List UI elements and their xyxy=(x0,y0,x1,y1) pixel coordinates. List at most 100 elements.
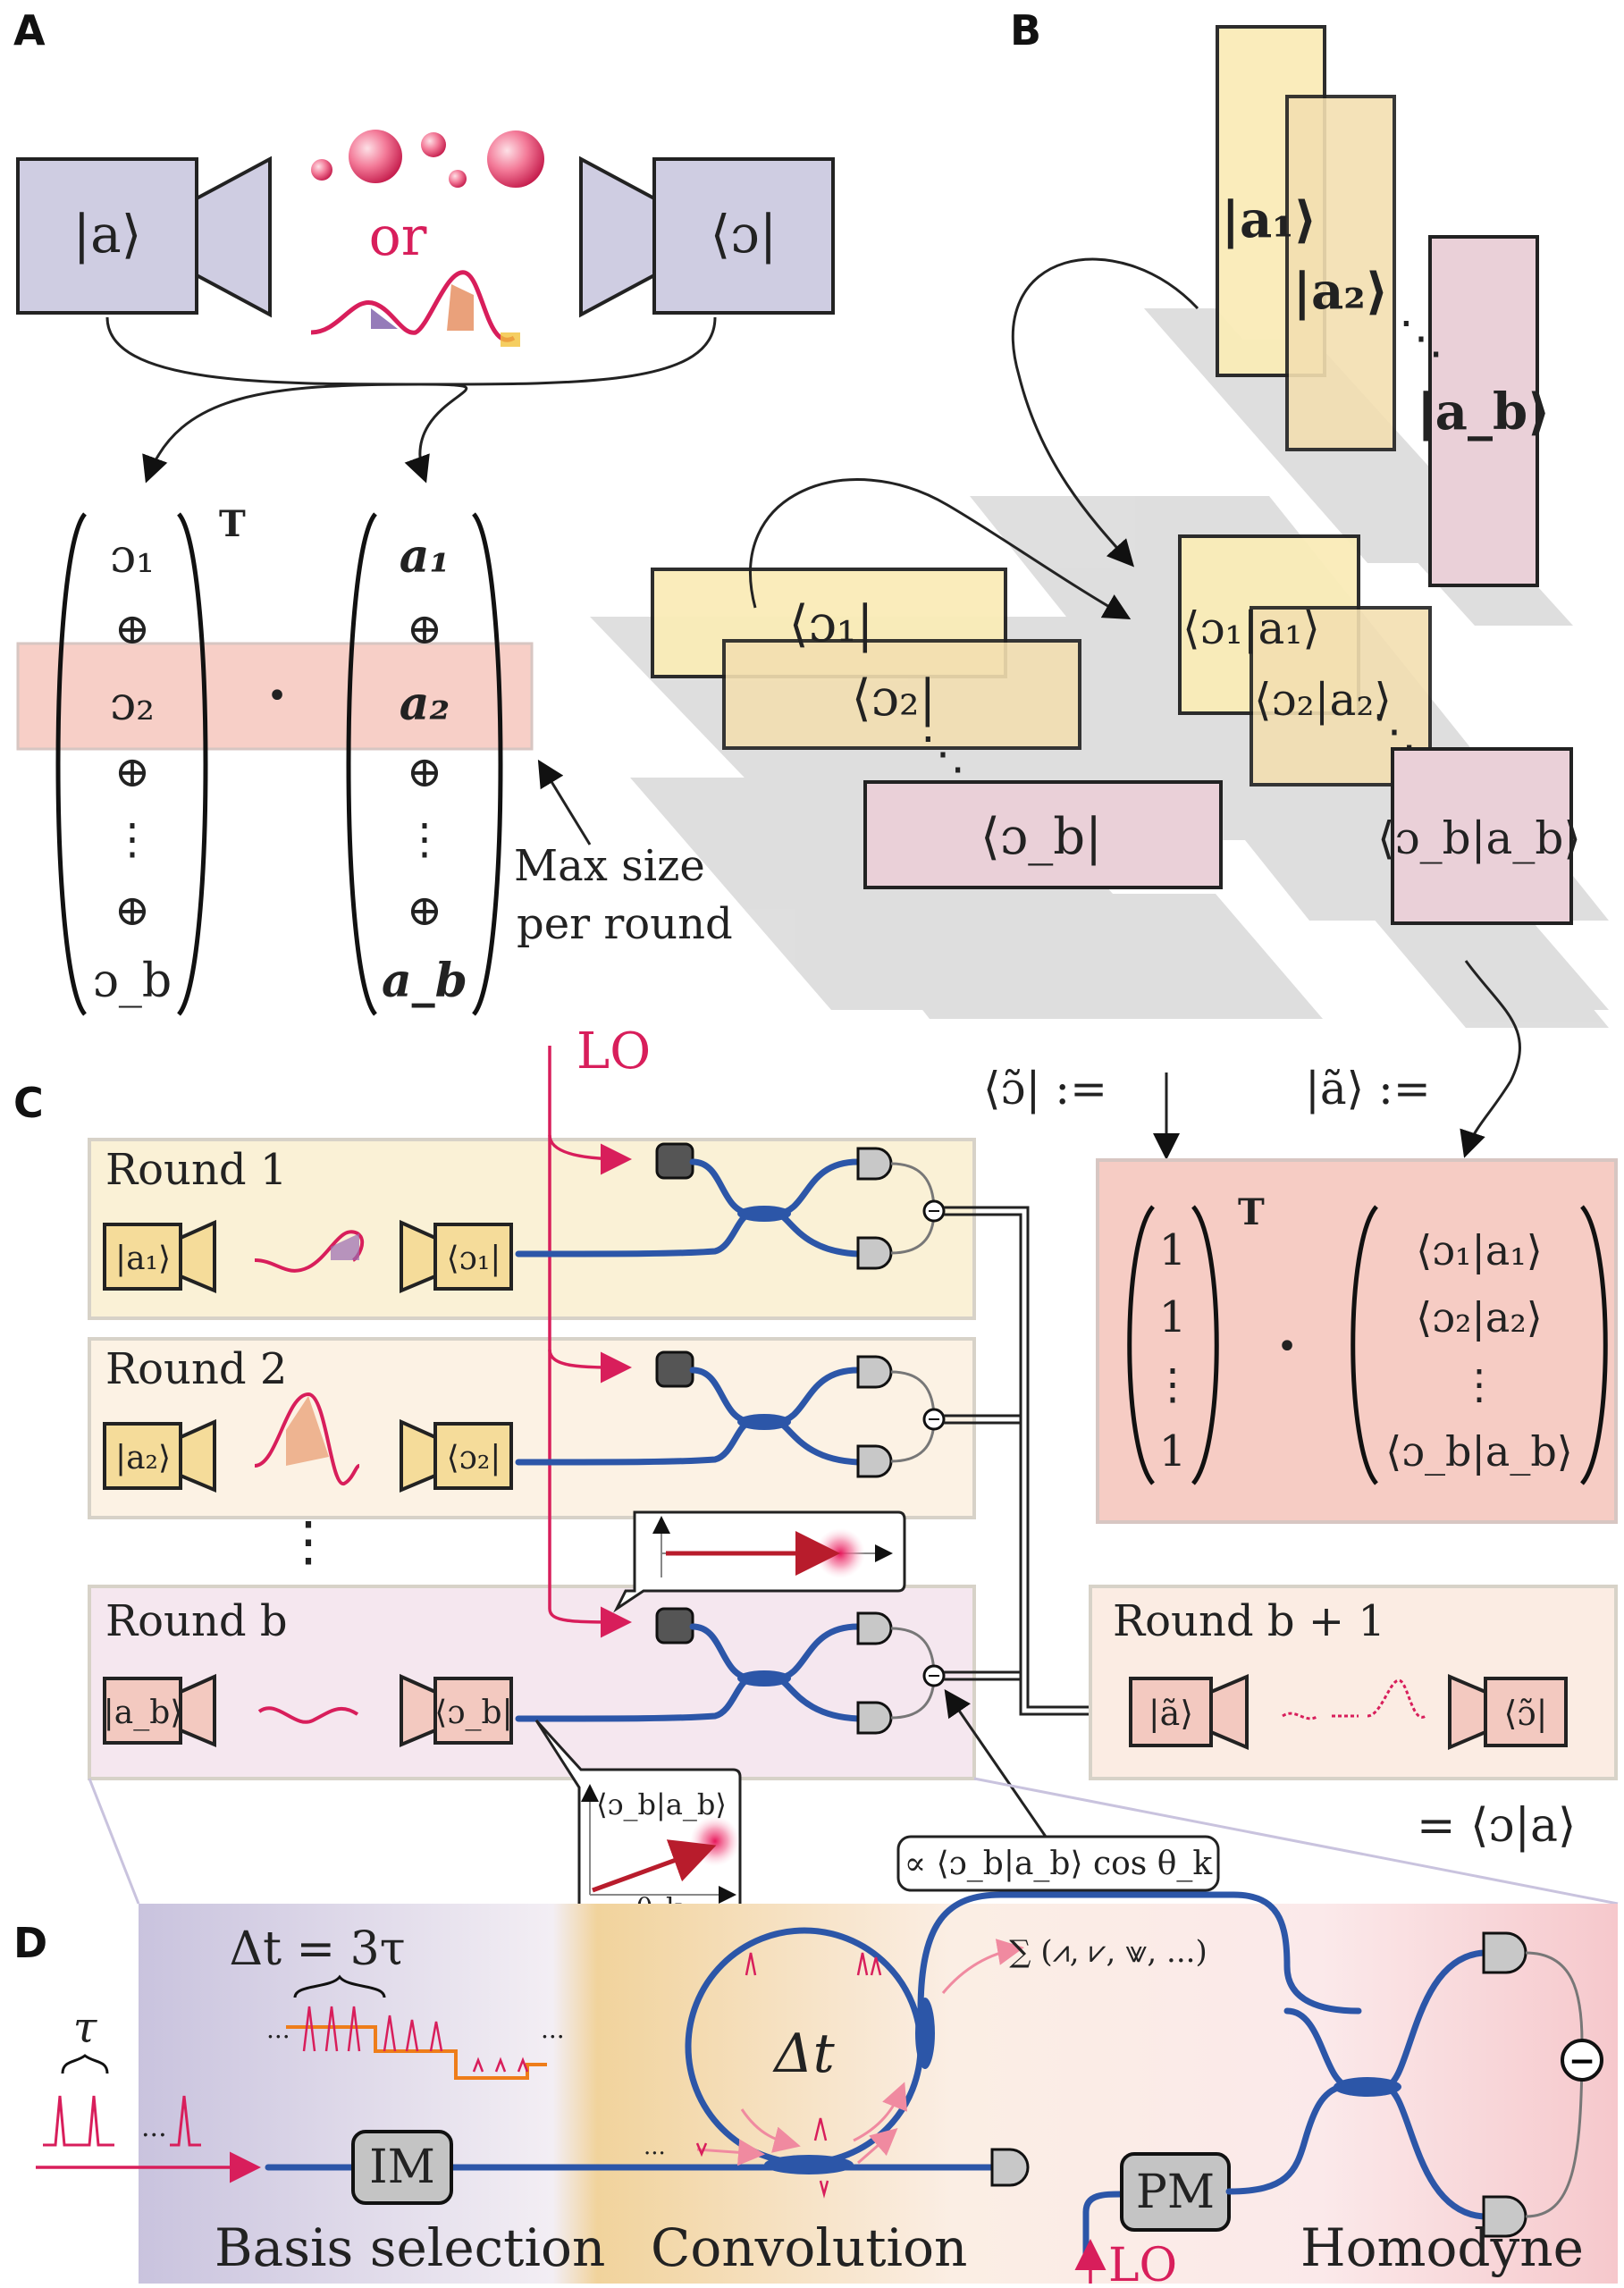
minus-symbol: − xyxy=(1569,2043,1595,2080)
ket-ellipsis: ⋱ xyxy=(1399,312,1443,364)
left-vector-entry: ɔ₂ xyxy=(110,677,155,731)
ket-tilde-definition: |ã⟩ := xyxy=(1305,1063,1431,1115)
loop-pulse-arrows xyxy=(696,1939,1024,2166)
left-vector-entry: ⊕ xyxy=(114,747,150,797)
panel-label-d: D xyxy=(13,1919,47,1967)
proportional-box xyxy=(896,1835,1220,1892)
round-b-measure-camera: ⟨ɔ_b| xyxy=(400,1673,513,1748)
proportional-arrow xyxy=(944,1689,1048,1838)
round-next-measure-camera: ⟨ɔ̃| xyxy=(1448,1673,1568,1751)
arrow-to-result xyxy=(1460,960,1521,1158)
round-1-label: Round 1 xyxy=(105,1145,287,1195)
delta-t-brace xyxy=(293,1974,386,1998)
right-vector-entry: a₂ xyxy=(400,677,450,731)
ket-b-label: |a_b⟩ xyxy=(1417,383,1550,442)
input-pulse-train: ... xyxy=(36,2095,261,2183)
equals-label: = ⟨ɔ|a⟩ xyxy=(1417,1799,1576,1853)
result-one: 1 xyxy=(1159,1292,1187,1342)
or-label: or xyxy=(369,206,427,268)
homodyne-unit-1 xyxy=(515,1142,946,1270)
tau-brace xyxy=(61,2054,109,2074)
arrow-ket-to-overlap xyxy=(1012,257,1199,568)
homodyne-label: Homodyne xyxy=(1300,2217,1584,2278)
bra-card-2 xyxy=(722,639,1081,750)
lo-label: LO xyxy=(576,1022,651,1081)
result-bracket-2-close xyxy=(1580,1205,1608,1485)
modulated-pulse-train: ... ... xyxy=(266,2006,565,2080)
result-bracket-1-open xyxy=(1127,1205,1155,1485)
bra-b-label: ⟨ɔ_b| xyxy=(980,808,1102,866)
zoom-line-right xyxy=(973,1777,1619,1905)
lo-branch-2 xyxy=(548,1349,632,1384)
ket-2-label: |a₂⟩ xyxy=(1293,262,1389,321)
right-vector-entry: ⊕ xyxy=(407,886,442,936)
bra-card-b xyxy=(863,780,1223,889)
bracket-right-open xyxy=(346,512,378,1016)
right-vector-entry: ⋮ xyxy=(403,814,446,864)
result-bracket-1-close xyxy=(1191,1205,1219,1485)
overlap-1-label: ⟨ɔ₁|a₁⟩ xyxy=(1182,602,1320,654)
round-next-source-camera: |ã⟩ xyxy=(1129,1673,1249,1751)
ket-a-label: |a⟩ xyxy=(73,204,142,265)
overlap-card-b xyxy=(1391,747,1573,925)
waveform-icon xyxy=(310,270,520,347)
basis-selection-label: Basis selection xyxy=(215,2217,605,2278)
pm-output-fiber xyxy=(1225,2083,1344,2195)
phasor-callout-lo xyxy=(613,1510,906,1613)
round-b-wave-icon xyxy=(257,1706,359,1724)
bra-c-label: ⟨ɔ| xyxy=(711,204,778,265)
homodyne-detector-d: − xyxy=(1283,1931,1603,2238)
transpose-a: T xyxy=(219,503,246,545)
lo-label-d: LO xyxy=(1108,2239,1177,2288)
round-b-ket: |a_b⟩ xyxy=(104,1695,183,1731)
connector-curve xyxy=(105,316,717,386)
round-1-bra: ⟨ɔ₁| xyxy=(447,1241,501,1277)
tau-label: τ xyxy=(73,2003,98,2053)
round-2-wave-fill xyxy=(286,1396,329,1466)
loop-output-coupler xyxy=(915,1998,935,2069)
loop-output-fiber xyxy=(917,1891,1362,2015)
arrow-bra-to-overlap xyxy=(749,478,1132,619)
loop-pulses: ... xyxy=(644,1952,882,2199)
lo-line xyxy=(548,1046,632,1638)
lo-fiber xyxy=(1082,2191,1125,2269)
electrical-double-lines xyxy=(944,1206,1126,1716)
phasor-overlap-label: ⟨ɔ_b|a_b⟩ xyxy=(596,1788,727,1821)
pulse-dots-left: ... xyxy=(266,2015,290,2044)
loop-dots: ... xyxy=(644,2133,666,2160)
result-one: 1 xyxy=(1159,1225,1187,1275)
max-size-band xyxy=(16,642,534,751)
right-vector-entry: ⊕ xyxy=(407,604,442,654)
im-label: IM xyxy=(369,2141,435,2194)
result-one: ⋮ xyxy=(1151,1359,1194,1409)
bra-1-label: ⟨ɔ₁| xyxy=(789,595,874,653)
round-b-label: Round b xyxy=(105,1596,288,1646)
homodyne-unit-2 xyxy=(515,1350,946,1478)
homodyne-unit-b xyxy=(515,1607,946,1735)
proportional-label: ∝ ⟨ɔ_b|a_b⟩ cos θ_k xyxy=(905,1846,1214,1882)
right-vector-entry: ⊕ xyxy=(407,747,442,797)
round-b-source-camera: |a_b⟩ xyxy=(103,1673,216,1748)
round-next-wave-icon xyxy=(1282,1678,1426,1720)
result-vector-overlaps: ⟨ɔ₁|a₁⟩ ⟨ɔ₂|a₂⟩ ⋮ ⟨ɔ_b|a_b⟩ xyxy=(1385,1226,1572,1476)
round-next-ket: |ã⟩ xyxy=(1149,1694,1193,1733)
round-2-ket: |a₂⟩ xyxy=(115,1440,171,1476)
dot-product-a: • xyxy=(266,676,288,717)
round-2-measure-camera: ⟨ɔ₂| xyxy=(400,1418,513,1493)
max-size-label: Max size xyxy=(514,841,705,891)
ket-card-b xyxy=(1428,235,1539,587)
photon-bubbles-icon xyxy=(311,130,544,188)
result-overlap: ⟨ɔ₁|a₁⟩ xyxy=(1416,1226,1542,1274)
round-2-label: Round 2 xyxy=(105,1344,287,1394)
loop-detector xyxy=(990,2148,1030,2187)
overlap-2-label: ⟨ɔ₂|a₂⟩ xyxy=(1254,674,1392,726)
round-2-bra: ⟨ɔ₂| xyxy=(447,1440,501,1476)
panel-label-a: A xyxy=(13,6,46,55)
camera-bra-c: ⟨ɔ| xyxy=(579,156,835,318)
round-b-bra: ⟨ɔ_b| xyxy=(434,1695,512,1731)
right-vector-entry: a₁ xyxy=(400,529,450,584)
camera-ket-a: |a⟩ xyxy=(16,156,272,318)
lo-branch-1 xyxy=(548,1134,632,1175)
rounds-ellipsis: ⋮ xyxy=(282,1510,335,1573)
